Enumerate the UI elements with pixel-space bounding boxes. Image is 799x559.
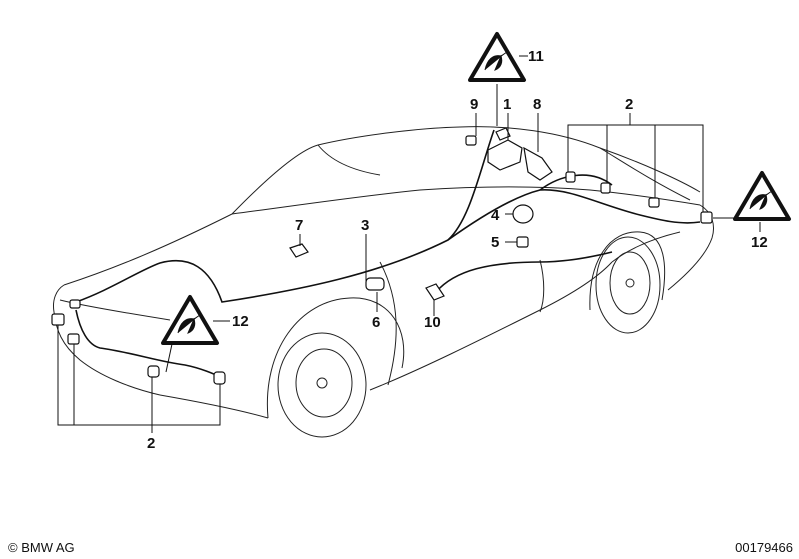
part-5-nut [516,236,529,248]
warning-triangle-plug-icon [161,295,219,345]
callout-3: 3 [361,217,369,234]
callout-2-front: 2 [147,435,155,452]
part-10-connector [425,283,445,301]
part-2-sensors-front [51,299,226,385]
callout-1: 1 [503,96,511,113]
callout-6: 6 [372,314,380,331]
leader-lines [57,55,761,433]
car-outline [53,126,714,438]
callout-12-right: 12 [751,234,768,251]
callout-2-rear: 2 [625,96,633,113]
callout-9: 9 [470,96,478,113]
part-2-sensors-rear [565,171,713,224]
callout-12-left: 12 [232,313,249,330]
callout-7: 7 [295,217,303,234]
copyright-text: © BMW AG [8,540,75,555]
callout-5: 5 [491,234,499,251]
warning-triangle-plug-icon [468,32,526,82]
part-9-clip [465,135,477,146]
diagram-number: 00179466 [735,540,793,555]
part-6-switch [365,277,385,291]
wiring-harness [75,129,701,379]
callout-4: 4 [491,207,500,224]
warning-triangle-plug-icon [733,171,791,221]
callout-8: 8 [533,96,541,113]
part-8-bracket [523,146,553,181]
callout-10: 10 [424,314,441,331]
part-1-control-unit [487,127,523,171]
part-7-plug [289,243,309,258]
part-4-sounder [512,204,534,224]
callout-11: 11 [528,48,544,65]
